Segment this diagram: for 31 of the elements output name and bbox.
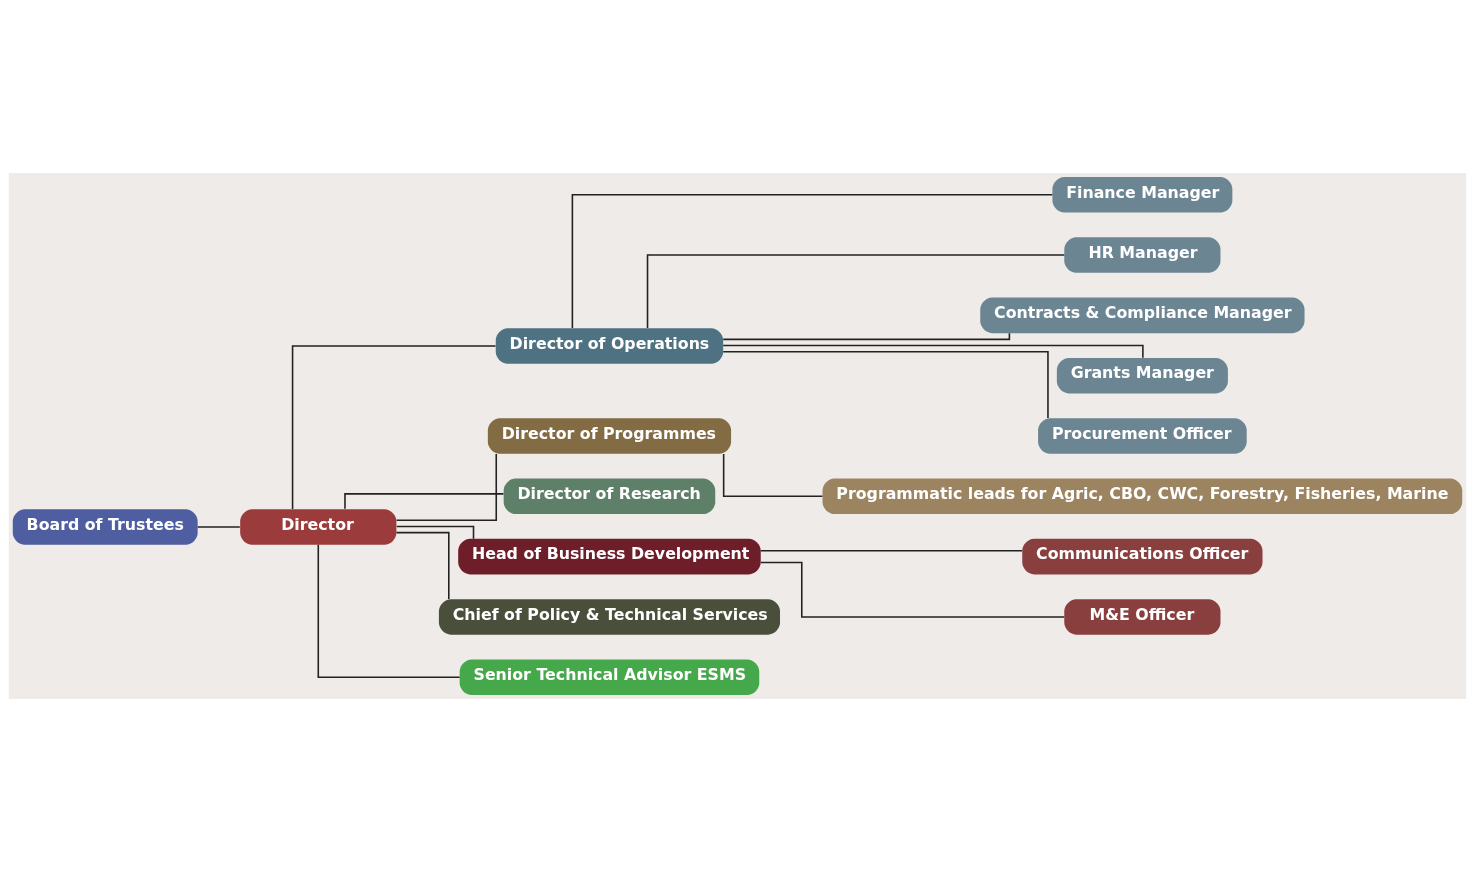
connector bbox=[646, 254, 1066, 329]
connector bbox=[722, 332, 1011, 341]
connector bbox=[395, 453, 498, 522]
node-box: M&E Officer bbox=[1064, 599, 1221, 635]
node-box: Programmatic leads for Agric, CBO, CWC, Forestry, Fisheries, Marine bbox=[822, 478, 1463, 515]
connector bbox=[396, 525, 475, 540]
node-box: Senior Technical Advisor ESMS bbox=[459, 659, 760, 696]
connector bbox=[760, 561, 1065, 618]
connector bbox=[722, 453, 824, 498]
node-box: Grants Manager bbox=[1056, 357, 1228, 394]
node-box: Director of Research bbox=[503, 478, 716, 515]
node-box: Head of Business Development bbox=[458, 538, 761, 575]
connector bbox=[395, 531, 450, 600]
node-box: Director of Operations bbox=[495, 328, 724, 364]
node-box: Procurement Officer bbox=[1038, 418, 1247, 454]
node-box: Contracts & Compliance Manager bbox=[980, 297, 1305, 334]
connector bbox=[722, 350, 1049, 419]
node-box: Director of Programmes bbox=[487, 418, 732, 454]
connector bbox=[722, 344, 1144, 359]
connector bbox=[317, 544, 461, 679]
node-box: HR Manager bbox=[1064, 237, 1221, 273]
connector bbox=[759, 549, 1023, 552]
connector bbox=[196, 526, 241, 528]
node-box: Chief of Policy & Technical Services bbox=[438, 599, 780, 635]
node-box: Director bbox=[240, 509, 397, 545]
node-box: Finance Manager bbox=[1052, 176, 1233, 213]
node-box: Communications Officer bbox=[1022, 538, 1263, 575]
node-box: Board of Trustees bbox=[12, 509, 198, 545]
connector bbox=[571, 193, 1054, 329]
connector bbox=[344, 493, 505, 510]
connector bbox=[291, 345, 497, 510]
